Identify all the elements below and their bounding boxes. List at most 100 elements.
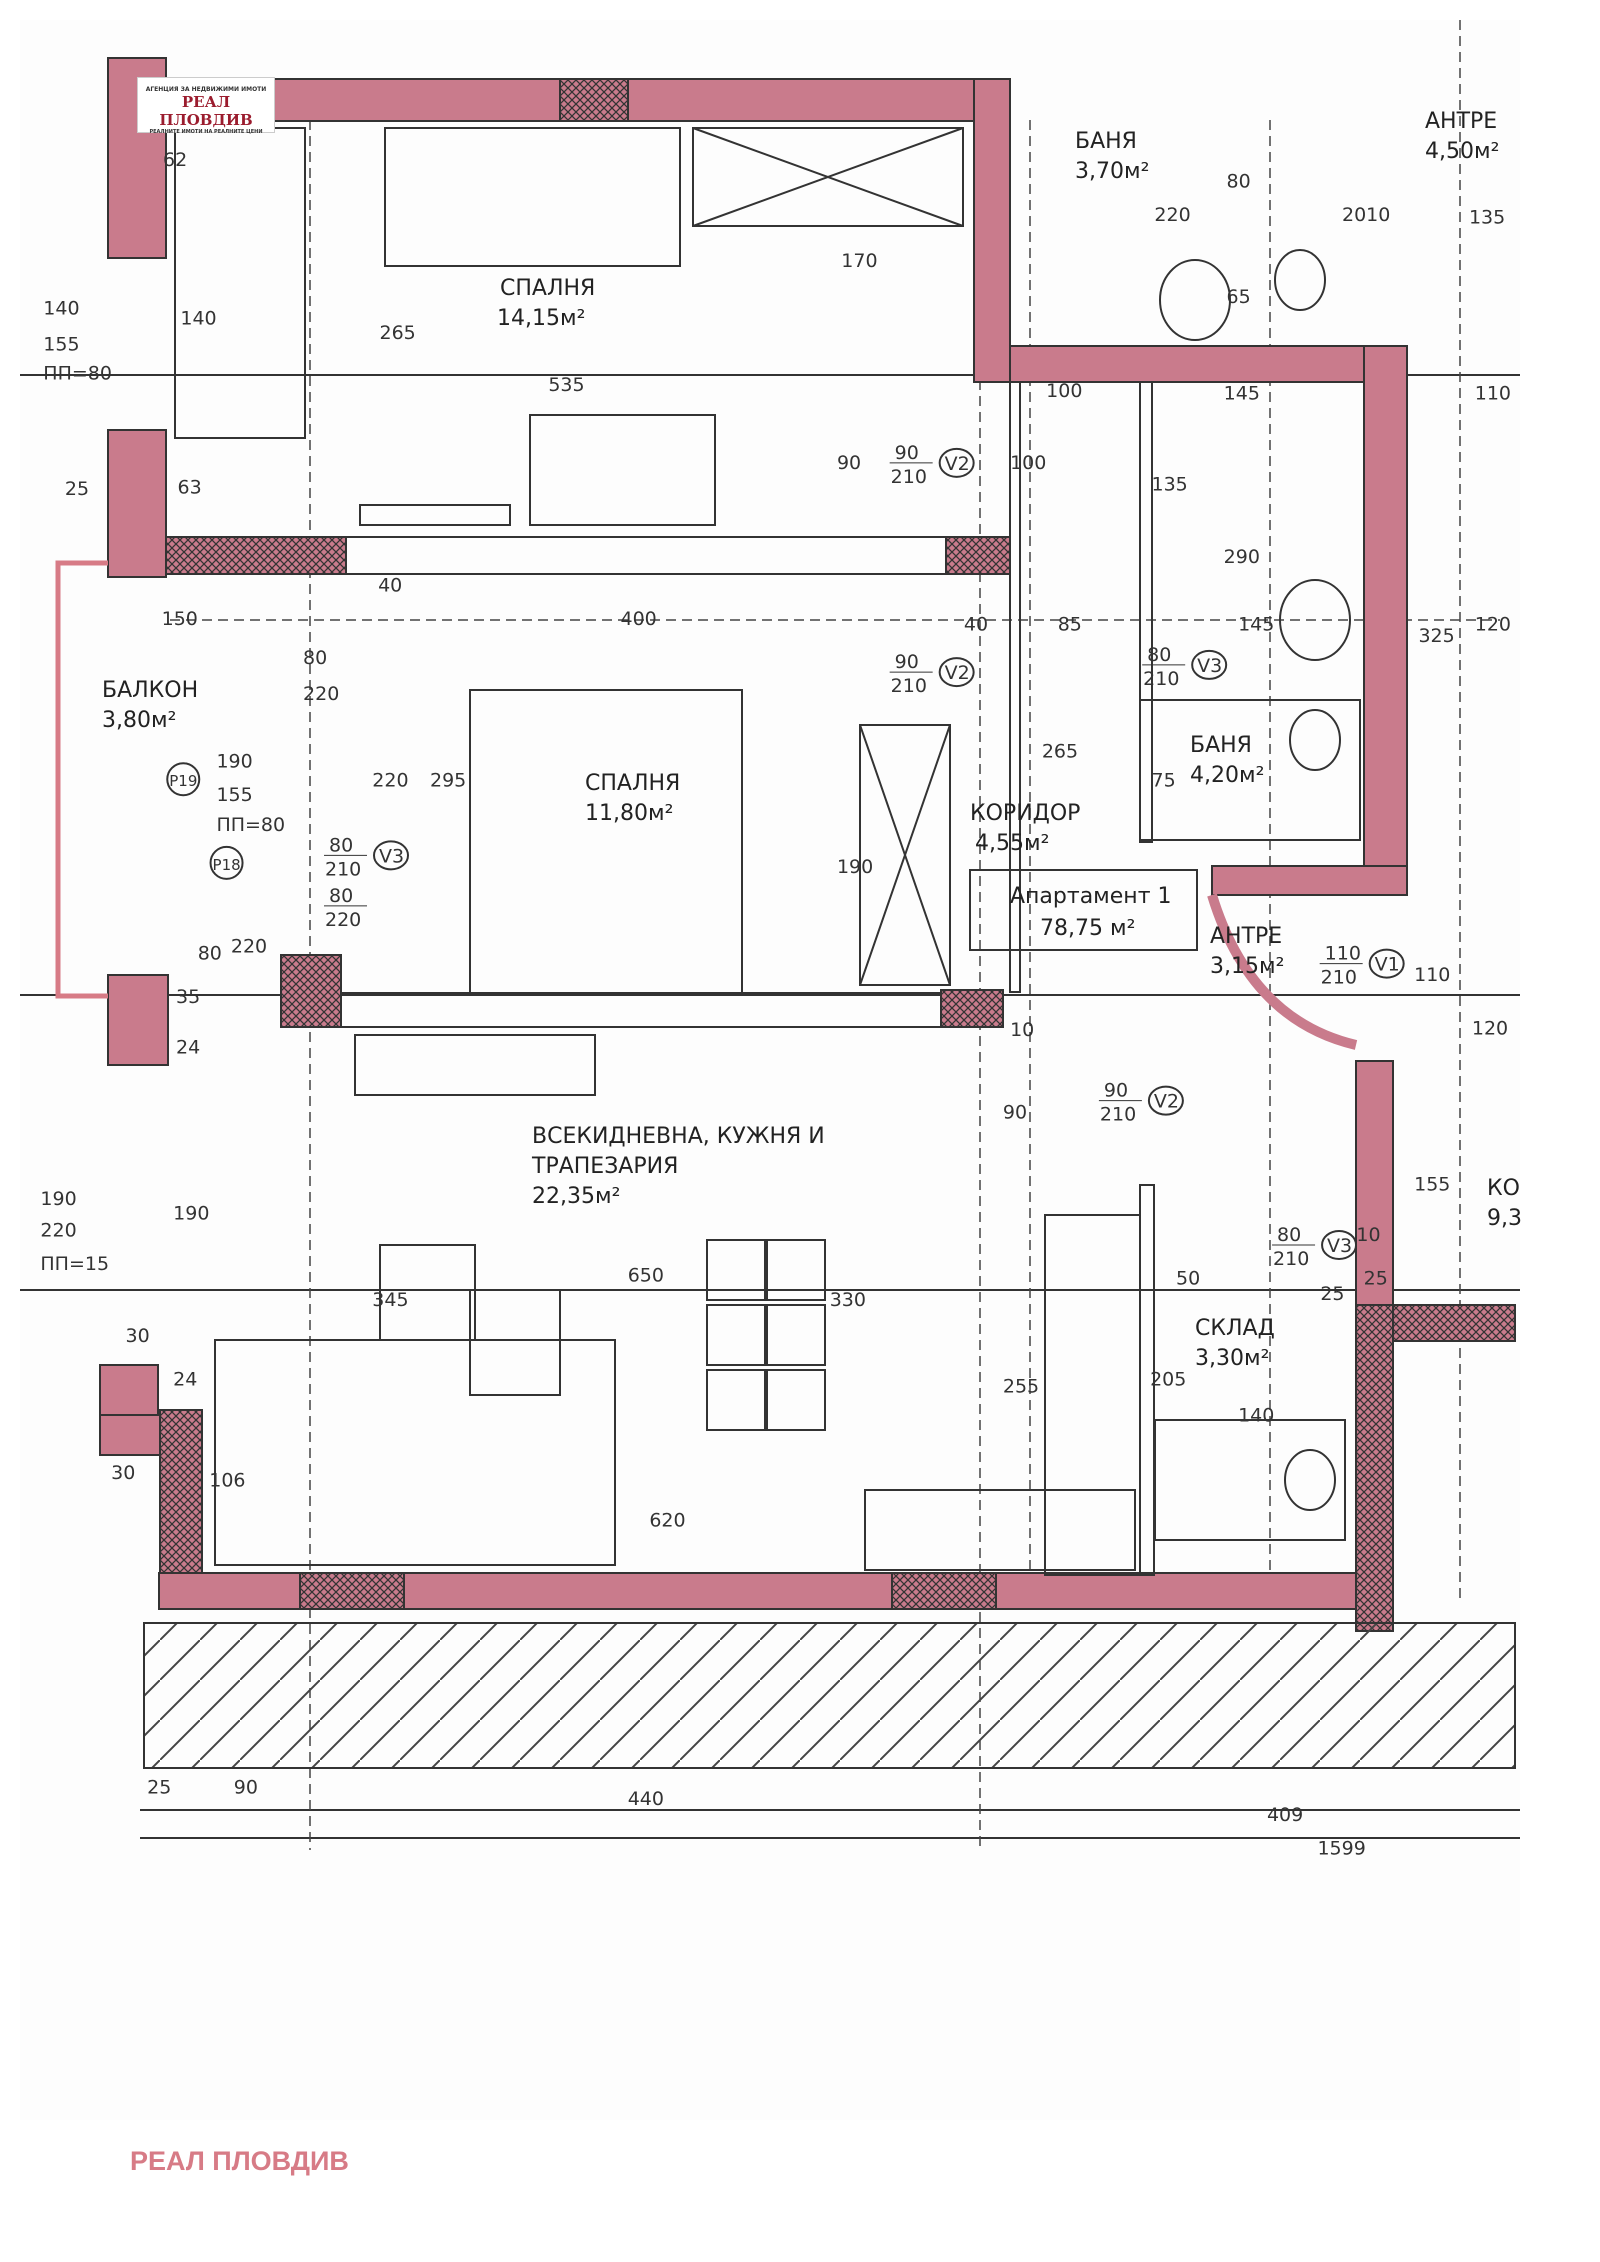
dimension-label: 85 [1058, 614, 1082, 636]
dimension-label: 90 [1003, 1101, 1027, 1123]
dimension-label: 220 [40, 1220, 76, 1242]
room-area: 3,30м² [1195, 1346, 1269, 1371]
room-name: БАЛКОН [102, 678, 198, 703]
dimension-label: 325 [1418, 625, 1454, 647]
dimension-label: 265 [380, 322, 416, 344]
room-name: СКЛАД [1195, 1316, 1275, 1341]
logo-brand: РЕАЛ ПЛОВДИВ [159, 93, 253, 129]
door-tag: V1 [1375, 954, 1400, 976]
dimension-label: 155 [216, 784, 252, 806]
room-name: СПАЛНЯ [585, 771, 680, 796]
dimension-label: 145 [1224, 383, 1260, 405]
door-width: 90 [1104, 1080, 1128, 1102]
door-tag-circle [938, 447, 975, 478]
dimension-label: 190 [216, 751, 252, 773]
dimension-label: 120 [1472, 1018, 1508, 1040]
watermark: РЕАЛ ПЛОВДИВ [130, 2146, 349, 2176]
logo-tagline-top: АГЕНЦИЯ ЗА НЕДВИЖИМИ ИМОТИ [145, 86, 267, 93]
dimension-label: 65 [1227, 286, 1251, 308]
furniture [174, 127, 1351, 1576]
door-height: 210 [1100, 1104, 1136, 1126]
room-area: 22,35м² [532, 1184, 620, 1209]
door-height: 220 [325, 909, 361, 931]
dimension-label: 63 [177, 477, 201, 499]
dimension-label: 330 [830, 1289, 866, 1311]
dimension-label: 10 [1356, 1224, 1380, 1246]
dimension-label: 620 [649, 1510, 685, 1532]
dimension-label: 80 [303, 647, 327, 669]
door-height: 210 [1321, 967, 1357, 989]
door-tag-circle [1368, 948, 1405, 979]
dimension-label: 170 [841, 250, 877, 272]
dimension-label: 190 [837, 856, 873, 878]
dimension-label: 145 [1238, 614, 1274, 636]
dimension-label: 100 [1010, 452, 1046, 474]
dimension-label: 190 [173, 1202, 209, 1224]
dimension-label: ПП=80 [216, 814, 285, 836]
room-name: БАНЯ [1190, 733, 1252, 758]
dimension-label: 10 [1010, 1019, 1034, 1041]
dimension-label: 120 [1475, 614, 1511, 636]
room-area: 4,55м² [975, 831, 1049, 856]
dimension-label: 255 [1003, 1375, 1039, 1397]
dimension-label: 30 [126, 1325, 150, 1347]
dimension-label: 220 [372, 769, 408, 791]
dimension-label: 140 [180, 308, 216, 330]
dimension-label: 25 [1364, 1267, 1388, 1289]
room-area: 3,70м² [1075, 159, 1149, 184]
dimension-label: 35 [176, 986, 200, 1008]
dimension-label: 220 [1154, 204, 1190, 226]
dimension-label: 1599 [1317, 1837, 1365, 1859]
room-name: ВСЕКИДНЕВНА, КУЖНЯ И [532, 1124, 825, 1149]
marker-label: P19 [169, 772, 197, 790]
door-height: 210 [891, 466, 927, 488]
marker-circle [166, 762, 201, 797]
dimension-label: 62 [163, 149, 187, 171]
door-height: 210 [1143, 668, 1179, 690]
dimension-label: 25 [1320, 1283, 1344, 1305]
dimension-label: 290 [1224, 546, 1260, 568]
apartment-name: Апартамент 1 [1010, 884, 1172, 909]
apartment-box [969, 869, 1198, 951]
logo-tagline-bottom: РЕАЛНИТЕ ИМОТИ НА РЕАЛНИТЕ ЦЕНИ [149, 129, 263, 135]
dimension-label: ПП=80 [43, 363, 112, 385]
door-tag-circle [938, 657, 975, 688]
room-area: 14,15м² [497, 306, 585, 331]
dimension-label: 90 [234, 1777, 258, 1799]
dimension-label: 106 [209, 1469, 245, 1491]
dimension-label: 140 [43, 298, 79, 320]
dimension-label: 295 [430, 769, 466, 791]
door-tag: V2 [1154, 1091, 1179, 1113]
dimension-labels: 140155ПП=802515080220190155ПП=8022080352… [40, 149, 1511, 1859]
room-area: 9,3 [1487, 1206, 1522, 1231]
door-height: 210 [891, 675, 927, 697]
dimension-label: 150 [162, 608, 198, 630]
dimension-label: 400 [620, 608, 656, 630]
dimension-label: ПП=15 [40, 1253, 109, 1275]
door-width: 110 [1325, 943, 1361, 965]
dimension-label: 265 [1042, 741, 1078, 763]
room-name: КОРИДОР [970, 801, 1080, 826]
room-name: БАНЯ [1075, 129, 1137, 154]
dimension-label: 140 [1238, 1404, 1274, 1426]
room-name: КО [1487, 1176, 1520, 1201]
door-width: 90 [895, 651, 919, 673]
dimension-label: 25 [65, 478, 89, 500]
door-tag-circle [1191, 649, 1228, 680]
door-tag: V3 [1197, 655, 1222, 677]
dimension-label: 24 [176, 1036, 200, 1058]
dimension-label: 220 [231, 935, 267, 957]
terrace-hatch [143, 1622, 1516, 1769]
dimension-label: 100 [1046, 380, 1082, 402]
door-width: 80 [1147, 644, 1171, 666]
door-width: 80 [329, 834, 353, 856]
room-area: 4,50м² [1425, 139, 1499, 164]
dimension-label: 110 [1414, 964, 1450, 986]
dimension-label: 80 [1227, 171, 1251, 193]
apartment-area: 78,75 м² [1040, 916, 1135, 941]
dimension-label: 110 [1475, 383, 1511, 405]
dimension-label: 30 [111, 1462, 135, 1484]
dimension-label: 50 [1176, 1267, 1200, 1289]
